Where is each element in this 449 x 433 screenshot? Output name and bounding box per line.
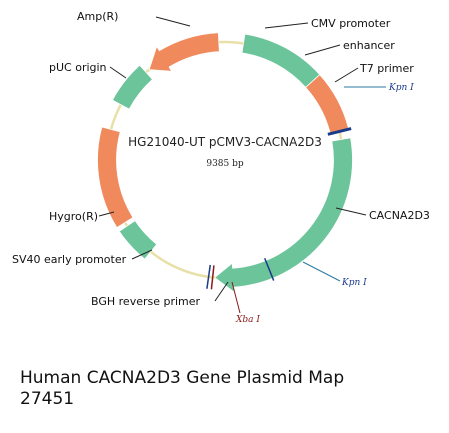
caption-title: Human CACNA2D3 Gene Plasmid Map — [20, 368, 345, 388]
label-sv40-early-promoter: SV40 early promoter — [12, 253, 127, 266]
feature-enhancer — [305, 74, 350, 135]
caption-id: 27451 — [20, 389, 75, 409]
feature-hygror — [97, 126, 134, 229]
label-puc-origin: pUC origin — [49, 61, 107, 74]
leader-cacna2d3 — [335, 207, 367, 216]
label-cacna2d3: CACNA2D3 — [369, 209, 430, 222]
label-ampr: Amp(R) — [77, 10, 118, 23]
plasmid-size: 9385 bp — [206, 159, 244, 169]
bgh-primer-marker — [206, 264, 211, 289]
plasmid-name: HG21040-UT pCMV3-CACNA2D3 — [128, 135, 322, 149]
xba1-site-marker — [210, 265, 215, 290]
feature-sv40-early-promoter — [118, 220, 158, 260]
kpn1-site-top-marker — [327, 127, 352, 136]
label-xba1: Xba I — [235, 315, 260, 325]
label-hygror: Hygro(R) — [49, 210, 98, 223]
leader-kpn1-bottom — [302, 261, 341, 282]
label-enhancer: enhancer — [343, 39, 395, 52]
kpn1-site-bottom-marker — [264, 258, 275, 281]
leader-enhancer — [304, 44, 341, 56]
feature-cmv-promoter — [241, 33, 321, 88]
label-cmv-promoter: CMV promoter — [311, 17, 391, 30]
leader-bgh — [214, 281, 229, 302]
figure-caption: Human CACNA2D3 Gene Plasmid Map 27451 — [20, 368, 440, 410]
feature-ampr — [148, 32, 220, 72]
label-bgh-reverse-primer: BGH reverse primer — [91, 295, 201, 308]
label-t7-primer: T7 primer — [359, 62, 414, 75]
feature-puc-origin — [111, 64, 153, 110]
leader-hygror — [98, 211, 115, 217]
leader-ampr — [155, 16, 191, 27]
plasmid-map: CMV promoter enhancer T7 primer Kpn I CA… — [12, 10, 430, 325]
leader-t7-primer — [334, 67, 359, 83]
leader-xba1 — [231, 281, 241, 314]
leader-sv40 — [131, 249, 153, 260]
leader-cmv-promoter — [264, 22, 309, 29]
label-kpn1-top: Kpn I — [388, 83, 414, 93]
label-kpn1-bottom: Kpn I — [341, 278, 367, 288]
leader-puc-origin — [109, 66, 127, 79]
